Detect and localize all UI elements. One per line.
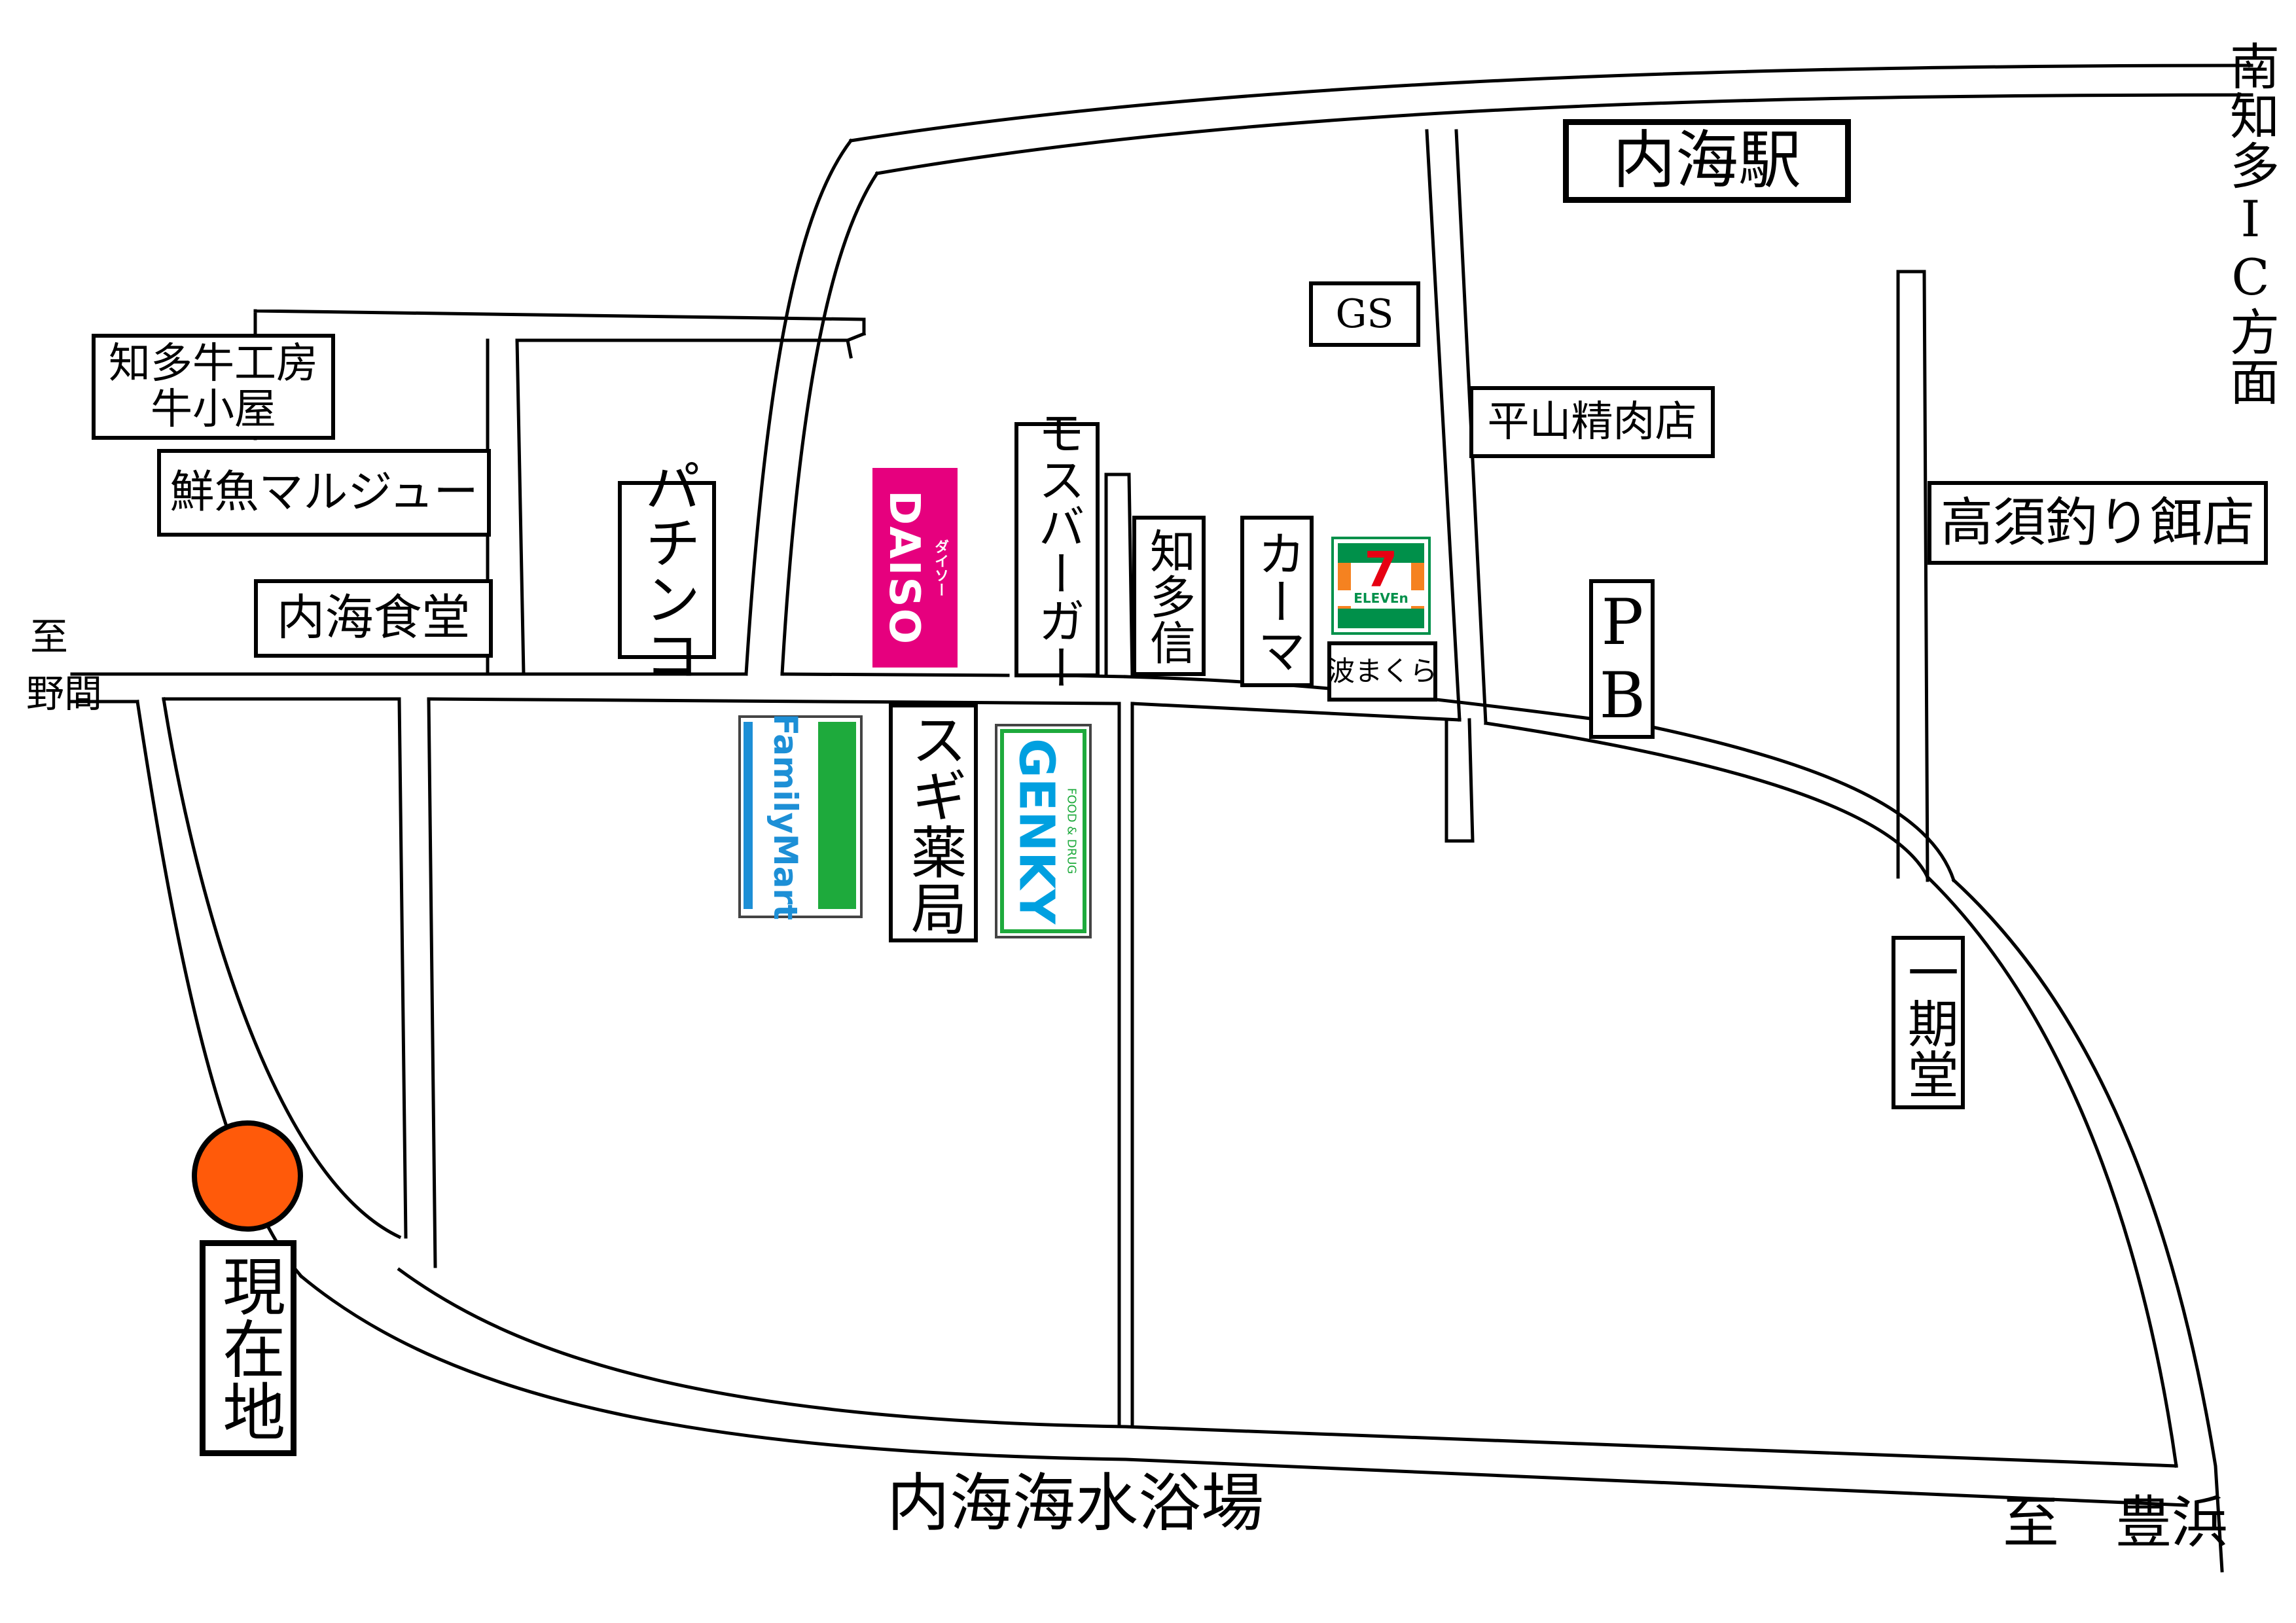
namimakura-label: 波まくら <box>1327 641 1437 702</box>
road-v5-upper <box>1425 129 1475 843</box>
familymart-logo: FamilyMart <box>738 713 863 920</box>
seven-text: ELEVEn <box>1334 590 1428 606</box>
direction-toyohama: 至 豊浜 <box>2003 1490 2228 1556</box>
road-west-block-v <box>486 338 526 676</box>
chita-gyu-label: 知多牛工房 牛小屋 <box>92 334 335 440</box>
road-east-curve-outer <box>1951 878 2224 1573</box>
road-main-east-upper <box>1647 724 1956 883</box>
direction-noma: 至 野間 <box>26 615 103 716</box>
mos-burger-label: モスバーガー <box>1014 408 1100 691</box>
seven-number: 7 <box>1364 542 1398 598</box>
genky-text: GENKY <box>1008 738 1065 925</box>
road-west-curve-inner <box>162 697 402 1240</box>
karma-label: カーマ <box>1240 516 1314 687</box>
road-v2 <box>427 697 437 1268</box>
gs-label: GS <box>1309 281 1420 347</box>
road-v7 <box>1104 473 1134 679</box>
current-location-label: 現在地 <box>200 1240 296 1456</box>
road-east-curve-inner <box>1925 874 2178 1468</box>
daiso-logo: DAISO ダイソー <box>872 468 958 668</box>
road-v1 <box>397 697 408 1239</box>
genky-sub-text: FOOD & DRUG <box>1064 788 1079 874</box>
chitashin-label: 知多信 <box>1132 516 1206 676</box>
sengyo-marujuu-label: 鮮魚マルジュー <box>157 449 491 537</box>
road-top-upper <box>849 63 2253 143</box>
road-v6 <box>1896 270 1929 882</box>
road-main-lower <box>70 697 1462 722</box>
direction-minamichita-ic: 南知多IC方面 <box>2221 41 2280 406</box>
chita-gyu-line1: 知多牛工房 <box>109 339 318 388</box>
road-top-lower <box>875 93 2253 175</box>
daiso-text: DAISO <box>880 490 928 645</box>
road-arc-inner <box>780 171 880 676</box>
takasu-bait-label: 高須釣り餌店 <box>1928 481 2268 565</box>
direction-beach: 内海海水浴場 <box>887 1467 1264 1540</box>
seven-eleven-icon: 7 ELEVEn <box>1334 539 1428 632</box>
daiso-sub-text: ダイソー <box>932 539 948 597</box>
ikkido-label: 一期堂 <box>1892 936 1965 1109</box>
sugi-label: スギ薬局 <box>889 704 978 942</box>
road-bottom-upper <box>397 1267 2178 1468</box>
familymart-text: FamilyMart <box>766 713 804 920</box>
current-location-marker <box>192 1120 303 1232</box>
road-main-upper <box>70 672 1128 679</box>
pb-label: PB <box>1586 579 1659 739</box>
road-arc-outer <box>744 138 853 676</box>
seven-eleven-logo: 7 ELEVEn <box>1331 537 1431 635</box>
pachinko-label: パチンコ <box>618 457 716 683</box>
road-main-lower-east <box>1484 721 1930 880</box>
hirayama-meat-label: 平山精肉店 <box>1469 386 1715 458</box>
uchiumi-shokudo-label: 内海食堂 <box>254 579 493 658</box>
uchiumi-station-label: 内海駅 <box>1563 119 1851 203</box>
road-west-block-top <box>253 309 866 440</box>
genky-logo: GENKY FOOD & DRUG <box>995 724 1092 938</box>
road-bottom-lower <box>298 1274 2188 1507</box>
chita-gyu-line2: 牛小屋 <box>151 385 276 434</box>
